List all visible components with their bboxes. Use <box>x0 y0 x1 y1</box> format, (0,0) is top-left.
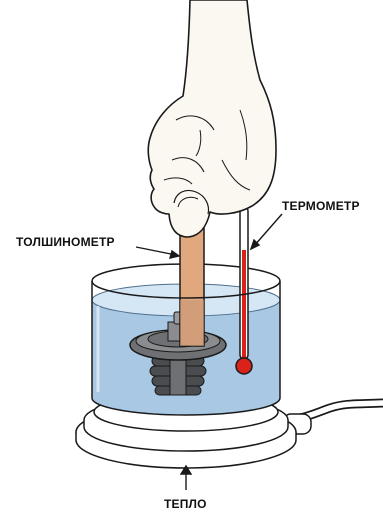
thermometer-label: ТЕРМОМЕТР <box>282 199 360 213</box>
gauge-pointer-arrow <box>136 247 179 258</box>
heat-label: ТЕПЛО <box>164 497 207 511</box>
gauge-label: ТОЛШИНОМЕТР <box>16 235 115 249</box>
heat-pointer-arrow <box>181 466 191 490</box>
thermostat-spring <box>150 356 206 395</box>
thermometer-pointer-arrow <box>251 214 282 249</box>
hand-icon <box>148 0 276 237</box>
